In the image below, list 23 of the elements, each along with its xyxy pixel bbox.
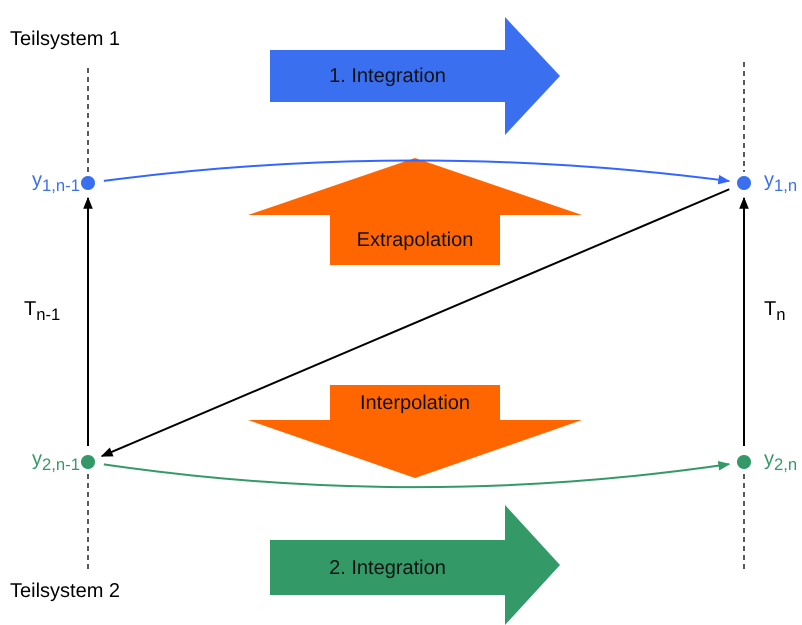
variable-label: y$_{1,n}$ xyxy=(764,169,798,196)
point-marker xyxy=(737,176,751,190)
arrow xyxy=(83,196,93,446)
arrow-label: Extrapolation xyxy=(356,228,474,253)
arrow xyxy=(104,460,730,488)
block-arrow xyxy=(270,505,560,625)
point-marker xyxy=(81,455,95,469)
arrow-label: 1. Integration xyxy=(328,64,447,89)
variable-label: y$_{2,n}$ xyxy=(764,448,798,474)
arrow xyxy=(100,188,730,458)
point-marker xyxy=(81,176,95,190)
subsystem-label: Teilsystem 2 xyxy=(10,580,120,602)
point-marker xyxy=(737,455,751,469)
arrow xyxy=(739,196,749,446)
block-arrow xyxy=(270,17,560,135)
arrow-label: Interpolation xyxy=(358,390,472,416)
block-arrow xyxy=(248,158,582,265)
variable-label: y$_{2,n-1}$ xyxy=(32,448,80,474)
block-arrow xyxy=(248,385,582,478)
subsystem-label: Teilsystem 1 xyxy=(10,28,120,50)
variable-label: y$_{1,n-1}$ xyxy=(32,169,80,196)
arrow-label: 2. Integration xyxy=(328,556,447,580)
arrow xyxy=(104,160,730,185)
